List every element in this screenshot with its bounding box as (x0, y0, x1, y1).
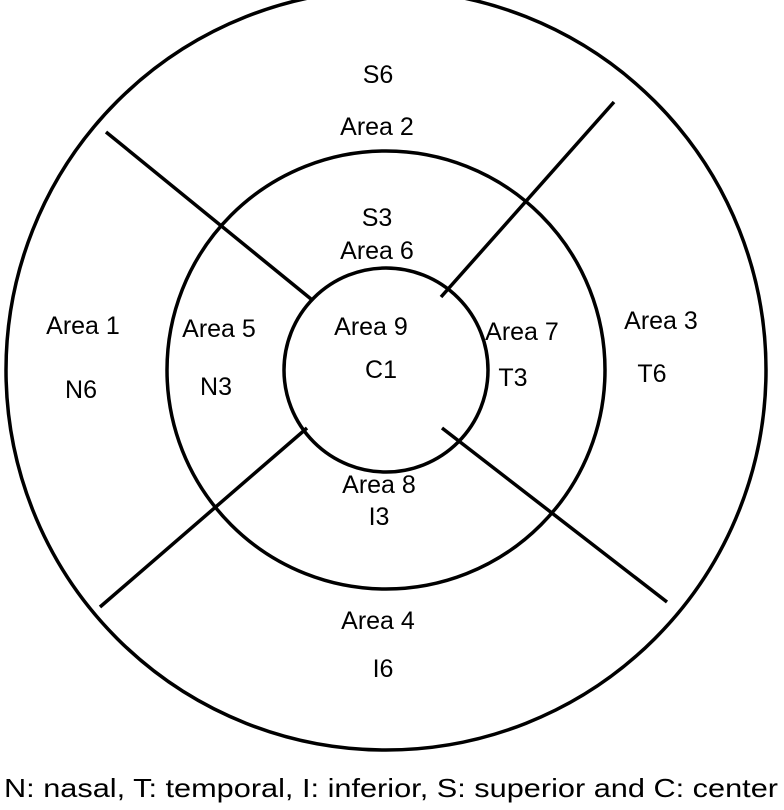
region-i3-area: Area 8 (342, 471, 416, 499)
divider-lower-right (440, 426, 669, 604)
region-s3-code: S3 (362, 204, 393, 232)
divider-lower-left (98, 426, 309, 609)
region-n6-area: Area 1 (46, 312, 120, 340)
outer-ring (4, 0, 768, 752)
region-c1-code: C1 (365, 356, 397, 384)
region-t6-area: Area 3 (624, 307, 698, 335)
region-i6-area: Area 4 (341, 607, 415, 635)
region-i3-code: I3 (369, 503, 390, 531)
inner-ring (282, 266, 490, 474)
region-s3-area: Area 6 (340, 237, 414, 265)
divider-upper-right (439, 100, 616, 299)
region-n3-area: Area 5 (182, 315, 256, 343)
divider-upper-left (104, 130, 313, 301)
middle-ring (165, 149, 607, 591)
region-t3-code: T3 (498, 364, 527, 392)
region-t6-code: T6 (637, 360, 666, 388)
region-i6-code: I6 (373, 655, 394, 683)
region-s6-area: Area 2 (340, 113, 414, 141)
region-n6-code: N6 (65, 376, 97, 404)
region-t3-area: Area 7 (485, 318, 559, 346)
diagram-caption: N: nasal, T: temporal, I: inferior, S: s… (4, 773, 778, 803)
region-s6-code: S6 (363, 61, 394, 89)
region-n3-code: N3 (200, 373, 232, 401)
region-c1-area: Area 9 (334, 313, 408, 341)
